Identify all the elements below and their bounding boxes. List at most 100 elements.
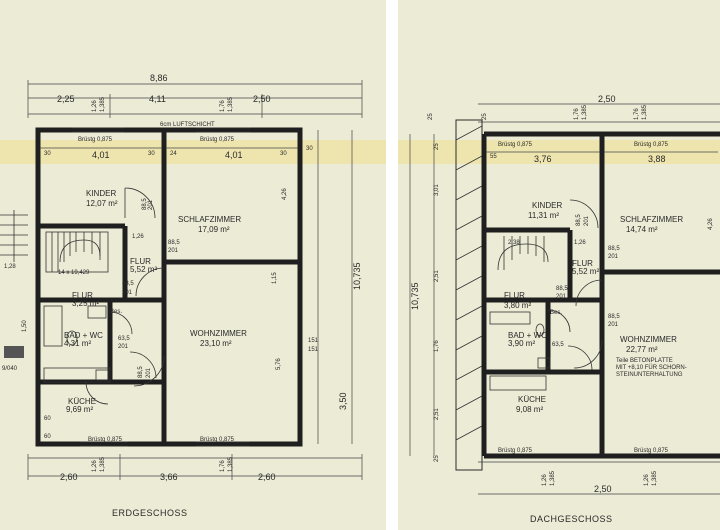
attic-brustung-4: Brüstg 0,875 — [634, 448, 669, 454]
top-total-dim: 8,86 — [150, 73, 168, 83]
note-line-1: Teile BETONPLATTE — [616, 358, 673, 364]
attic-floor-plan: 2,50 25 25 1,76 1,385 1,76 1,385 Brüstg … — [398, 94, 720, 524]
attic-room-flur1-name: FLUR — [572, 259, 593, 268]
attic-room-schlaf-area: 14,74 m² — [626, 225, 658, 234]
room-wohn-area: 23,10 m² — [200, 339, 232, 348]
attic-room-flur2-area: 3,80 m² — [504, 301, 531, 310]
left-dim-1: 1,28 — [4, 264, 16, 270]
attic-left-dim-1: 10,735 — [410, 282, 420, 310]
room-flur1-name: FLUR — [130, 257, 151, 266]
attic-room-kueche-area: 9,08 m² — [516, 405, 543, 414]
room-kinder-name: KINDER — [86, 189, 116, 198]
stair-note: 14 x 19,429 — [58, 270, 90, 276]
attic-top-small-6: 25 — [482, 113, 488, 120]
attic-top-small-3: 1,76 — [634, 108, 640, 120]
ground-floor-plan-sheet: 8,86 2,25 4,11 2,50 1,26 1,385 1,76 1,38… — [0, 0, 386, 530]
inner-width-2: 4,01 — [225, 150, 243, 160]
misc-30-d: 30 — [306, 146, 313, 152]
attic-bottom-small-4: 1,385 — [652, 470, 658, 486]
brustung-bottom-1: Brüstg 0,875 — [88, 437, 123, 443]
attic-door-dim-7: 88,5 — [608, 314, 620, 320]
plan-title-ground: ERDGESCHOSS — [112, 508, 188, 518]
misc-30-b: 30 — [148, 151, 155, 157]
attic-left-dim-6: 25 — [434, 143, 440, 150]
left-dim-3: 9/040 — [2, 366, 18, 372]
attic-brustung-2: Brüstg 0,875 — [634, 142, 669, 148]
door-dim-3: 1,26 — [132, 234, 144, 240]
attic-floor-plan-sheet: 2,50 25 25 1,76 1,385 1,76 1,385 Brüstg … — [398, 0, 720, 530]
top-small-3: 1,76 — [220, 100, 226, 112]
right-dim-3: 5,76 — [276, 358, 282, 370]
ground-floor-plan: 8,86 2,25 4,11 2,50 1,26 1,385 1,76 1,38… — [0, 73, 386, 518]
room-flur2-name: FLUR — [72, 291, 93, 300]
note-line-3: STEINUNTERHALTUNG — [616, 372, 683, 378]
attic-door-dim-3: 88,5 — [608, 246, 620, 252]
top-segment-1: 2,25 — [57, 94, 75, 104]
brustung-top-2: Brüstg 0,875 — [200, 137, 235, 143]
attic-bottom-small-3: 1,26 — [644, 474, 650, 486]
plan-title-attic: DACHGESCHOSS — [530, 514, 613, 524]
attic-room-wohn-area: 22,77 m² — [626, 345, 658, 354]
bottom-segment-1: 2,60 — [60, 472, 78, 482]
room-schlaf-area: 17,09 m² — [198, 225, 230, 234]
attic-room-bad-name: BAD + WC — [508, 331, 547, 340]
attic-door-dim-8: 201 — [608, 322, 619, 328]
attic-inner-width-2: 3,88 — [648, 154, 666, 164]
attic-bes-label: Bes. — [550, 310, 562, 316]
room-bad-name: BAD + WC — [64, 331, 103, 340]
attic-room-kueche-name: KÜCHE — [518, 395, 546, 404]
attic-right-dim: 4,26 — [708, 218, 714, 230]
right-dim-2: 10,735 — [352, 262, 362, 290]
room-kinder-area: 12,07 m² — [86, 199, 118, 208]
attic-room-flur2-name: FLUR — [504, 291, 525, 300]
brustung-bottom-2: Brüstg 0,875 — [200, 437, 235, 443]
bottom-small-2: 1,385 — [100, 456, 106, 472]
room-wohn-name: WOHNZIMMER — [190, 329, 247, 338]
right-dim-5: 151 — [308, 338, 319, 344]
attic-misc-126: 1,26 — [574, 240, 586, 246]
attic-top-small-4: 1,385 — [642, 104, 648, 120]
attic-misc-238: 2,38 — [508, 240, 520, 246]
top-small-2: 1,385 — [100, 96, 106, 112]
right-dim-4: 3,50 — [338, 392, 348, 410]
right-dim-7: 1,15 — [272, 272, 278, 284]
room-kueche-area: 9,69 m² — [66, 405, 93, 414]
bes-label: Bes. — [110, 309, 122, 315]
door-dim-6: 88,5 — [122, 281, 134, 287]
door-dim-8: 63,5 — [118, 336, 130, 342]
attic-top-total: 2,50 — [598, 94, 616, 104]
attic-left-dim-2: 3,01 — [434, 184, 440, 196]
attic-room-flur1-area: 5,52 m² — [572, 267, 599, 276]
attic-room-kinder-area: 11,31 m² — [528, 211, 559, 220]
attic-brustung-3: Brüstg 0,875 — [498, 448, 533, 454]
left-dim-2: 1,50 — [22, 320, 28, 332]
room-schlaf-name: SCHLAFZIMMER — [178, 215, 241, 224]
attic-door-dim-5: 88,5 — [556, 286, 568, 292]
inner-width-1: 4,01 — [92, 150, 110, 160]
misc-60-a: 60 — [44, 416, 51, 422]
bottom-small-1: 1,26 — [92, 460, 98, 472]
top-segment-3: 2,50 — [253, 94, 271, 104]
misc-30-a: 30 — [44, 151, 51, 157]
misc-60-b: 60 — [44, 434, 51, 440]
attic-room-kinder-name: KINDER — [532, 201, 562, 210]
note-line-2: MIT +8,10 FÜR SCHORN- — [616, 364, 687, 371]
attic-door-dim-4: 201 — [608, 254, 619, 260]
bottom-small-4: 1,385 — [228, 456, 234, 472]
door-dim-2: 201 — [148, 199, 154, 210]
attic-room-wohn-name: WOHNZIMMER — [620, 335, 677, 344]
room-kueche-name: KÜCHE — [68, 397, 96, 406]
attic-door-dim-6: 201 — [556, 294, 567, 300]
attic-top-small-2: 1,385 — [582, 104, 588, 120]
attic-inner-width-1: 3,76 — [534, 154, 552, 164]
top-segment-2: 4,11 — [149, 94, 166, 104]
attic-room-bad-area: 3,90 m² — [508, 339, 535, 348]
misc-30-c: 30 — [280, 151, 287, 157]
misc-24: 24 — [170, 151, 177, 157]
attic-left-dim-3: 2,51 — [434, 270, 440, 282]
sheet-gap — [386, 0, 398, 530]
door-dim-9: 201 — [118, 344, 129, 350]
attic-top-small-5: 25 — [428, 113, 434, 120]
door-dim-11: 201 — [146, 367, 152, 378]
attic-top-small-1: 1,76 — [574, 108, 580, 120]
